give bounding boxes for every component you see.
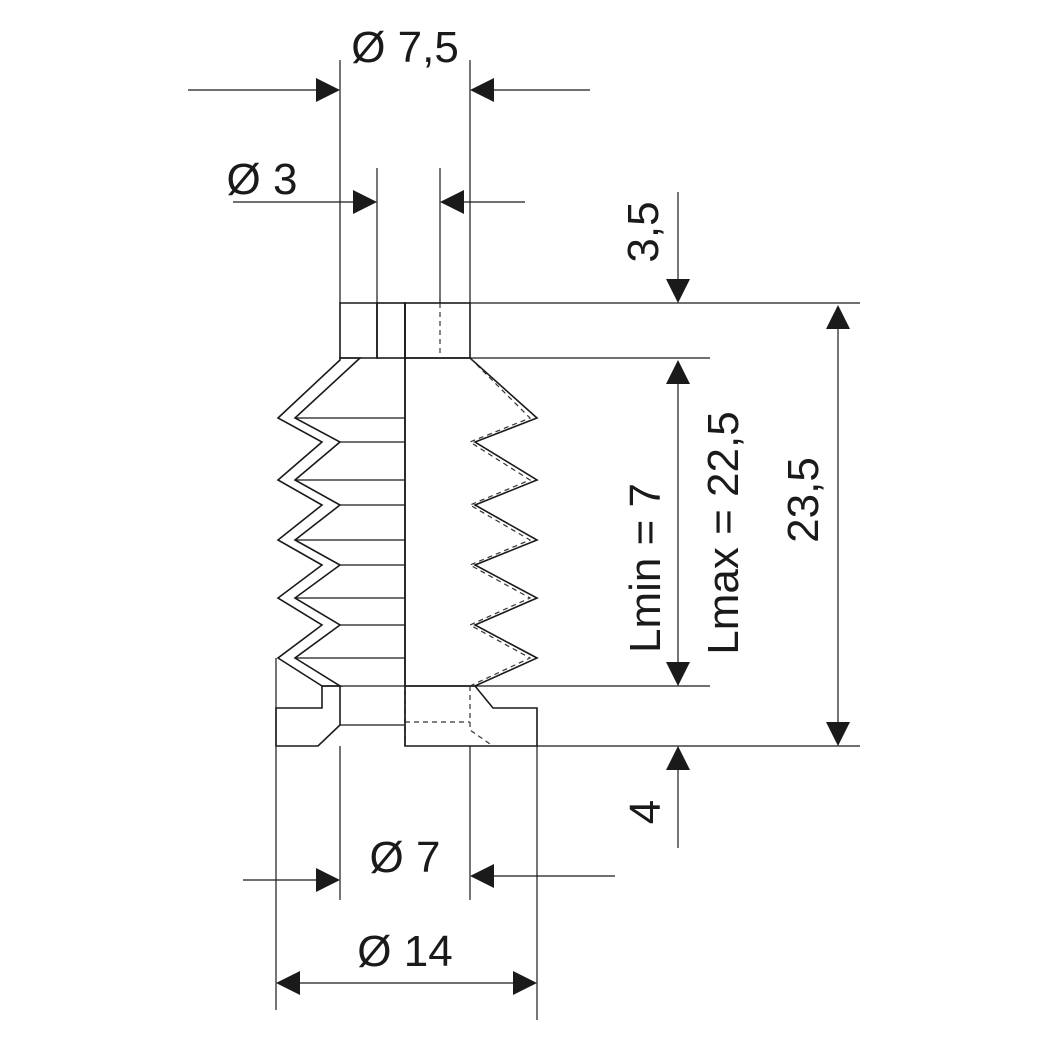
dim-bottom-collar-height: 4 (621, 746, 690, 848)
label-top-outer-diameter: Ø 7,5 (351, 23, 459, 72)
dim-top-collar-height: 3,5 (619, 192, 690, 303)
top-collar-section (339, 302, 378, 359)
convolution-wall-section (276, 357, 363, 687)
label-bottom-outer-diameter: Ø 14 (357, 927, 452, 976)
dim-bottom-inner-diameter: Ø 7 (243, 833, 615, 892)
convolutions-exterior (404, 357, 539, 687)
dim-top-outer-diameter: Ø 7,5 (188, 23, 590, 102)
bellows-exterior-half (404, 302, 539, 747)
dim-top-inner-diameter: Ø 3 (227, 155, 525, 214)
label-total-height: 23,5 (779, 457, 828, 543)
label-bottom-collar-height: 4 (621, 800, 670, 824)
label-top-inner-diameter: Ø 3 (227, 155, 298, 204)
extension-lines (275, 60, 860, 1020)
label-l-max: Lmax = 22,5 (699, 411, 748, 654)
dim-total-height: 23,5 (779, 305, 850, 746)
bottom-collar-exterior (404, 685, 538, 747)
bottom-collar-section (275, 685, 341, 747)
bellows-section-half (275, 302, 406, 747)
top-collar-exterior (404, 302, 471, 359)
label-top-collar-height: 3,5 (619, 201, 668, 262)
dim-bottom-outer-diameter: Ø 14 (276, 927, 537, 995)
label-l-min: Lmin = 7 (621, 483, 670, 653)
dim-stroke-length: Lmin = 7 Lmax = 22,5 (621, 360, 748, 686)
label-bottom-inner-diameter: Ø 7 (370, 833, 441, 882)
